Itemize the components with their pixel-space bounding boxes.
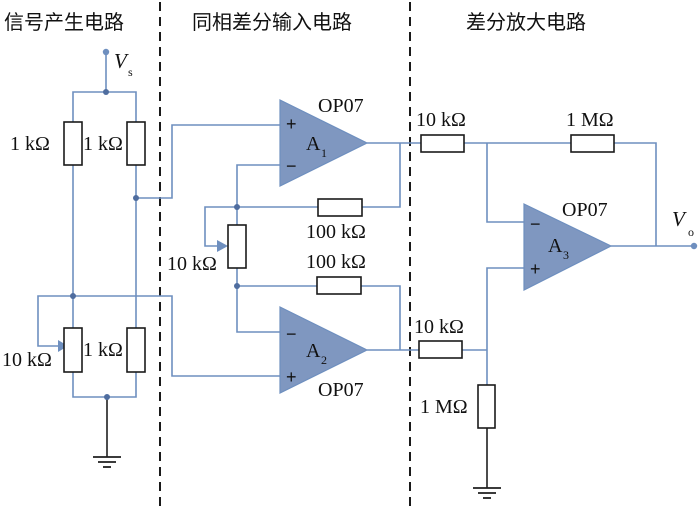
gain-potentiometer: [227, 224, 247, 269]
label-pot-gain: 10 kΩ: [167, 253, 217, 275]
a1-part-number: OP07: [318, 95, 364, 117]
vo-subscript: o: [688, 225, 694, 239]
potentiometer-bottom-left: [63, 327, 83, 373]
differential-stage: − + A 3 OP07 V o 10 kΩ 1 MΩ 10 kΩ 1 MΩ: [414, 109, 698, 499]
section-title-signal-generation: 信号产生电路: [4, 10, 124, 34]
resistor-feedback-bottom: [316, 276, 362, 295]
op-amp-a2: [279, 306, 369, 394]
label-r-top-left: 1 kΩ: [10, 133, 50, 155]
input-stage: + − A 1 OP07 − + A 2 OP07 10 kΩ 100 k: [167, 95, 421, 401]
vo-terminal[interactable]: [690, 242, 698, 250]
a2-part-number: OP07: [318, 379, 364, 401]
a3-plus-sign: +: [530, 259, 541, 279]
vo-label: V: [672, 207, 687, 231]
label-r-feedback-top: 100 kΩ: [306, 221, 366, 243]
a3-minus-sign: −: [530, 214, 541, 234]
label-r-bottom-right: 1 kΩ: [83, 339, 123, 361]
a1-minus-sign: −: [286, 156, 297, 176]
op-amp-a3: [523, 203, 613, 291]
label-r-input-top: 10 kΩ: [416, 109, 466, 131]
label-r-ground: 1 MΩ: [420, 396, 468, 418]
a2-subscript: 2: [321, 353, 327, 367]
junction-dot: [234, 204, 240, 210]
a2-label: A: [306, 340, 321, 362]
resistor-input-bottom: [418, 340, 463, 359]
resistor-feedback: [570, 134, 615, 153]
junction-dot: [103, 89, 109, 95]
junction-dot: [234, 283, 240, 289]
pot-wiper-arrow-icon: [58, 340, 68, 352]
bridge-circuit: 1 kΩ 1 kΩ 10 kΩ 1 kΩ V s: [2, 48, 280, 468]
vs-terminal[interactable]: [102, 48, 110, 56]
op-amp-a1: [279, 99, 369, 187]
junction-dot: [133, 195, 139, 201]
label-r-top-right: 1 kΩ: [83, 133, 123, 155]
resistor-ground: [477, 384, 496, 429]
label-r-feedback-bottom: 100 kΩ: [306, 251, 366, 273]
ground-icon: [473, 487, 501, 499]
label-pot-bottom-left: 10 kΩ: [2, 349, 52, 371]
resistor-top-left: [63, 121, 83, 166]
section-title-differential-input: 同相差分输入电路: [192, 10, 352, 34]
a2-minus-sign: −: [286, 324, 297, 344]
a1-subscript: 1: [321, 146, 327, 160]
resistor-feedback-top: [317, 198, 363, 217]
junction-dot: [70, 293, 76, 299]
ground-icon: [93, 456, 121, 468]
resistor-bottom-right: [126, 327, 146, 373]
a3-subscript: 3: [563, 248, 569, 262]
label-r-input-bottom: 10 kΩ: [414, 316, 464, 338]
resistor-top-right: [126, 121, 146, 166]
a3-part-number: OP07: [562, 199, 608, 221]
a3-label: A: [548, 235, 563, 257]
junction-dot: [104, 394, 110, 400]
a2-plus-sign: +: [286, 367, 297, 387]
pot-wiper-arrow-icon: [217, 240, 228, 252]
section-title-differential-amplifier: 差分放大电路: [466, 10, 586, 34]
resistor-input-top: [420, 134, 465, 153]
vs-subscript: s: [128, 65, 133, 79]
vs-label: V: [114, 49, 129, 73]
label-r-feedback: 1 MΩ: [566, 109, 614, 131]
a1-plus-sign: +: [286, 114, 297, 134]
a1-label: A: [306, 133, 321, 155]
